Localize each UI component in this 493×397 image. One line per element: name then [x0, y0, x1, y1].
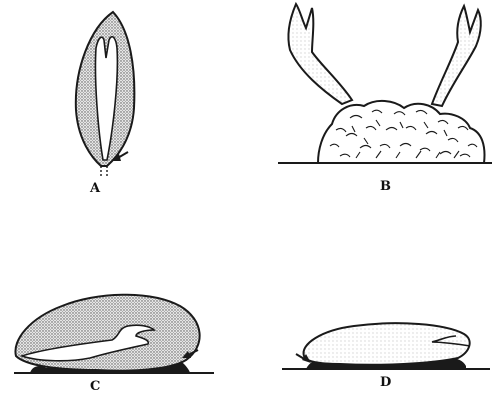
panel-a-label: A — [89, 181, 101, 196]
panel-b-left-arm — [288, 4, 352, 104]
panel-c-label: C — [90, 379, 100, 394]
panel-c: C — [14, 295, 214, 394]
panel-b-foam-mass — [318, 101, 484, 163]
panel-b: B — [278, 4, 492, 194]
panel-b-label: B — [380, 179, 391, 194]
panel-b-right-arm — [432, 6, 481, 106]
panel-d: D — [282, 323, 490, 390]
panel-d-label: D — [380, 375, 391, 390]
panel-d-shell — [304, 323, 470, 365]
panel-a: A — [76, 12, 135, 196]
